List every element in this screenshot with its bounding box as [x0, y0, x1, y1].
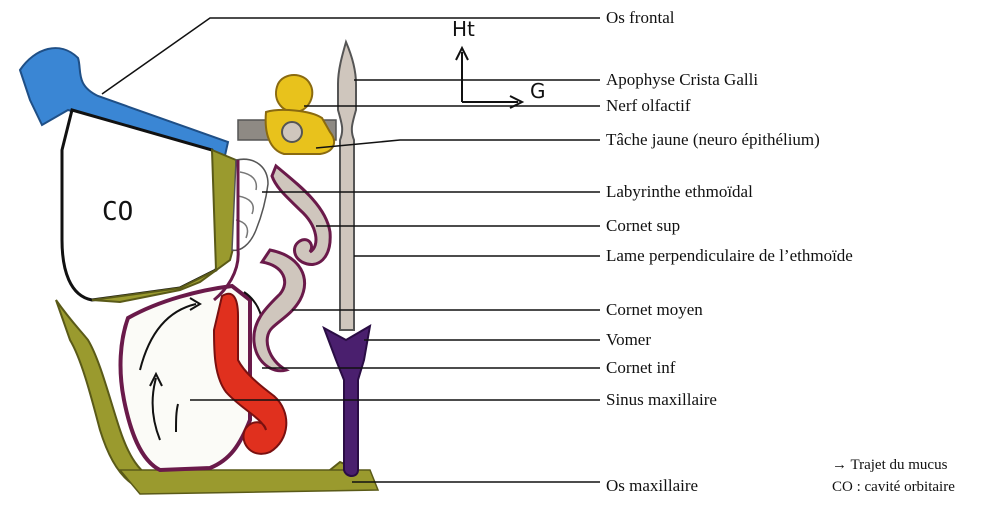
label-nerf-olfactif: Nerf olfactif	[606, 96, 690, 116]
leader-line	[316, 140, 600, 148]
maxillary-floor	[120, 470, 378, 494]
vomer	[324, 326, 370, 476]
label-sinus-maxillaire: Sinus maxillaire	[606, 390, 717, 410]
label-cornet-moyen: Cornet moyen	[606, 300, 703, 320]
label-cornet-sup: Cornet sup	[606, 216, 680, 236]
label-vomer: Vomer	[606, 330, 651, 350]
olfactory-foramen	[282, 122, 302, 142]
orbit-label: CO	[102, 197, 133, 227]
label-tache-jaune: Tâche jaune (neuro épithélium)	[606, 130, 820, 150]
label-labyrinthe-ethmoidal: Labyrinthe ethmoïdal	[606, 182, 753, 202]
superior-turbinate	[272, 166, 330, 264]
label-cornet-inf: Cornet inf	[606, 358, 675, 378]
label-lame-perpendiculaire: Lame perpendiculaire de l’ethmoïde	[606, 246, 853, 266]
legend-orbit: CO : cavité orbitaire	[832, 478, 955, 496]
label-os-maxillaire: Os maxillaire	[606, 476, 698, 496]
axis-right-label: G	[530, 79, 546, 103]
axis-up-label: Ht	[452, 17, 475, 41]
perpendicular-plate	[338, 42, 356, 330]
label-apophyse-crista-galli: Apophyse Crista Galli	[606, 70, 758, 90]
label-os-frontal: Os frontal	[606, 8, 674, 28]
legend-mucus: → Trajet du mucus	[832, 456, 947, 474]
